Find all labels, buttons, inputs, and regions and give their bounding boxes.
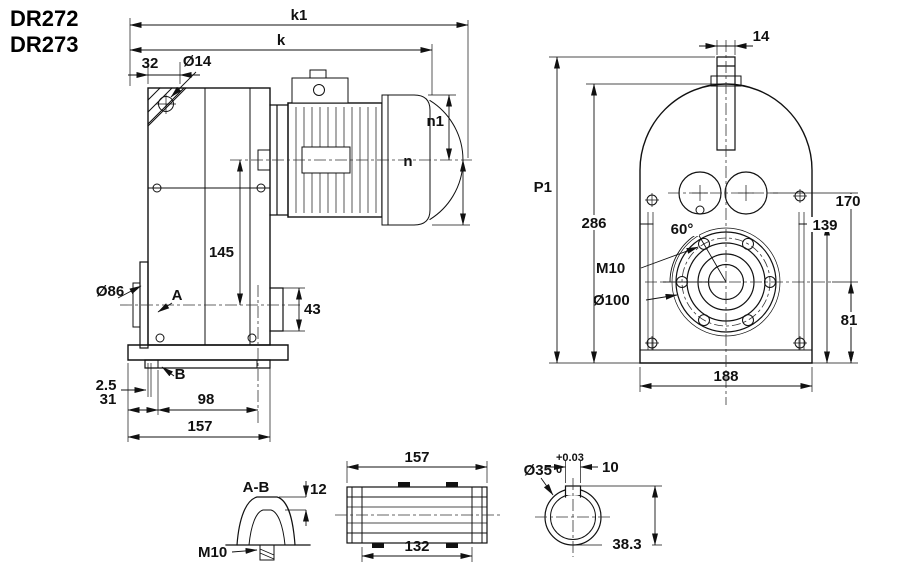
label-d100: Ø100: [593, 292, 630, 309]
section-mark-b: B: [175, 366, 186, 383]
dim-d86: Ø86: [96, 283, 124, 300]
dim-60deg: 60°: [671, 221, 694, 238]
cable-gland: [313, 84, 325, 96]
housing-outline: [639, 83, 813, 364]
dim-157: 157: [187, 418, 212, 435]
output-hub-right: [269, 287, 284, 332]
buffer-inner-profile: [248, 509, 286, 546]
model-titles: DR272 DR273: [10, 6, 78, 57]
dim-132: 132: [404, 538, 429, 555]
dim-14: 14: [753, 28, 770, 45]
tolerance-zero: 0: [556, 464, 562, 476]
shaft-end-detail: Ø35 +0.03 0 10 38.3: [524, 452, 662, 557]
side-view-centerlines: [120, 159, 472, 425]
section-b-arrow: [161, 366, 175, 377]
dim-2-5: 2.5: [96, 377, 117, 394]
corner-chamfer-hatch: [147, 87, 187, 127]
section-a-arrow: [157, 302, 173, 313]
dim-p1: P1: [534, 179, 552, 196]
section-ab-detail: A-B 12 M10: [198, 479, 327, 561]
dim-81: 81: [841, 312, 858, 329]
dim-286: 286: [581, 215, 606, 232]
label-m10-ab: M10: [198, 544, 227, 561]
front-view-centerlines: [645, 40, 832, 405]
dim-145: 145: [209, 244, 234, 261]
front-view: 14 P1 286 170 139 81 60° M10 Ø100 188: [534, 28, 866, 405]
shaft-centerlines: [535, 478, 613, 557]
motor-outline: [269, 69, 464, 226]
motor-flange: [269, 102, 289, 218]
dim-188: 188: [713, 368, 738, 385]
leader-d35: [540, 477, 554, 496]
model-number-1: DR272: [10, 6, 78, 31]
model-number-2: DR273: [10, 32, 78, 57]
dim-k1: k1: [291, 7, 308, 24]
dim-38-3: 38.3: [612, 536, 641, 553]
terminal-box: [291, 77, 349, 104]
label-ab: A-B: [243, 479, 270, 496]
dim-170: 170: [835, 193, 860, 210]
terminal-box-cap: [309, 69, 327, 79]
dim-157-bushing: 157: [404, 449, 429, 466]
tapped-hole: [259, 544, 275, 561]
side-view-dimensions: k1 k 32 Ø14 n1 n 145 43 Ø86 A B 2.5 31 9…: [96, 7, 470, 442]
dim-n: n: [403, 153, 412, 170]
leader-m10-ab: [231, 547, 258, 554]
dim-k: k: [277, 32, 286, 49]
dim-98: 98: [198, 391, 215, 408]
label-d35: Ø35: [524, 462, 552, 479]
dim-10: 10: [602, 459, 619, 476]
dim-31: 31: [100, 391, 117, 408]
dim-43: 43: [304, 301, 321, 318]
dim-32: 32: [142, 55, 159, 72]
leader-m10: [640, 246, 699, 269]
angle-arc: [669, 233, 699, 283]
output-shaft-stub: [132, 282, 141, 328]
leader-d86: [117, 285, 142, 299]
section-mark-a: A: [172, 287, 183, 304]
leader-d100: [645, 293, 678, 301]
label-m10: M10: [596, 260, 625, 277]
dim-d14: Ø14: [183, 53, 212, 70]
bushing-detail: 157 132: [335, 449, 500, 562]
side-ribs: [647, 212, 805, 350]
tolerance-plus: +0.03: [556, 452, 584, 464]
leader-d14: [170, 71, 197, 98]
buffer-outer-profile: [236, 496, 296, 546]
corner-bolt-holes: [645, 189, 807, 350]
dim-139: 139: [812, 217, 837, 234]
output-flange: [663, 226, 781, 337]
gearcase-outline: [127, 87, 289, 369]
side-view: k1 k 32 Ø14 n1 n 145 43 Ø86 A B 2.5 31 9…: [96, 7, 472, 442]
dim-12: 12: [310, 481, 327, 498]
front-view-dimensions: 14 P1 286 170 139 81 60° M10 Ø100 188: [534, 28, 866, 392]
dim-n1: n1: [426, 113, 444, 130]
